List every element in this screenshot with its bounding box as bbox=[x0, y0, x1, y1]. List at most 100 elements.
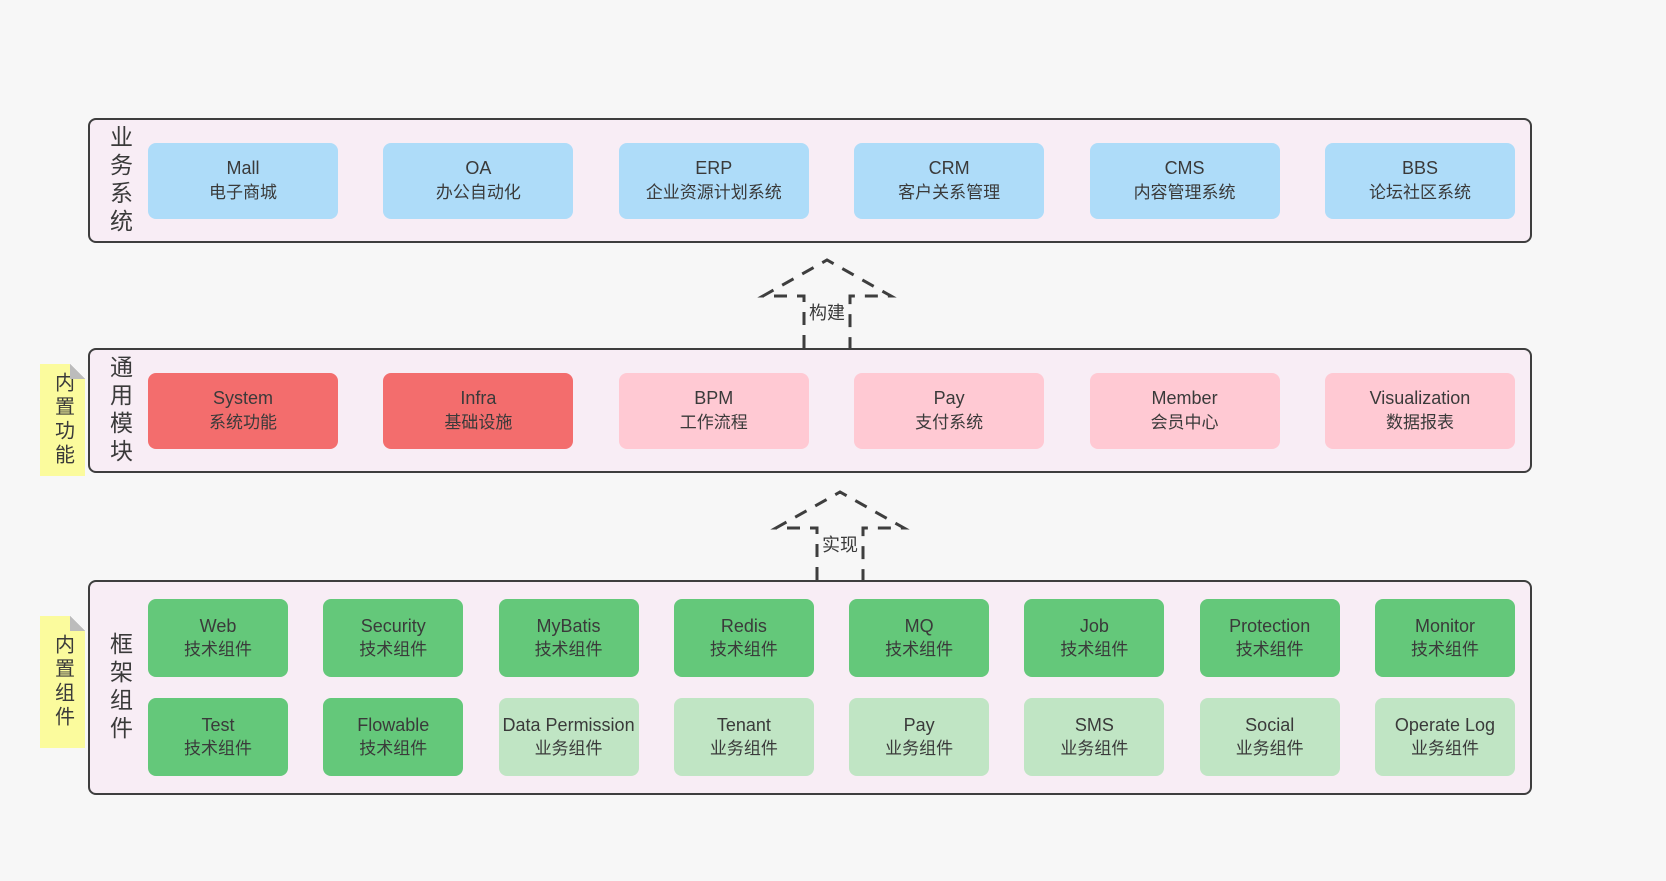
section-label-business-systems: 业务系统 bbox=[90, 120, 148, 241]
box-subtitle: 业务组件 bbox=[534, 738, 603, 758]
box-title: Flowable bbox=[357, 715, 430, 736]
section-common-modules: 通用模块 System 系统功能 Infra 基础设施 BPM 工作流程 Pay 支付系统 Me… bbox=[88, 348, 1532, 473]
box-subtitle: 业务组件 bbox=[1410, 738, 1479, 758]
box-subtitle: 技术组件 bbox=[359, 738, 428, 758]
sticky-note-built-in-features: 内置功能 bbox=[40, 364, 85, 476]
box-subtitle: 业务组件 bbox=[709, 738, 778, 758]
section-label-text: 业务系统 bbox=[106, 124, 133, 237]
box-subtitle: 客户关系管理 bbox=[898, 183, 1001, 203]
box-member: Member 会员中心 bbox=[1089, 372, 1280, 449]
box-title: Test bbox=[201, 715, 235, 736]
box-title: Pay bbox=[933, 388, 965, 409]
box-cms: CMS 内容管理系统 bbox=[1089, 142, 1280, 219]
implement-arrow-label: 实现 bbox=[819, 530, 861, 558]
box-bbs: BBS 论坛社区系统 bbox=[1324, 142, 1515, 219]
box-subtitle: 业务组件 bbox=[885, 738, 954, 758]
box-title: CRM bbox=[928, 158, 970, 179]
box-pay: Pay 支付系统 bbox=[854, 372, 1045, 449]
box-title: Infra bbox=[460, 388, 497, 409]
box-title: Visualization bbox=[1369, 388, 1471, 409]
box-title: Protection bbox=[1229, 616, 1311, 637]
box-title: MQ bbox=[904, 616, 934, 637]
box-title: BBS bbox=[1401, 158, 1438, 179]
box-title: Social bbox=[1245, 715, 1295, 736]
box-title: BPM bbox=[694, 388, 734, 409]
box-title: Mall bbox=[226, 158, 260, 179]
box-system: System 系统功能 bbox=[148, 372, 338, 449]
box-subtitle: 数据报表 bbox=[1385, 413, 1454, 433]
box-subtitle: 工作流程 bbox=[679, 413, 748, 433]
box-subtitle: 办公自动化 bbox=[435, 183, 521, 203]
sticky-fold-corner bbox=[70, 364, 85, 379]
box-subtitle: 支付系统 bbox=[915, 413, 984, 433]
box-title: Pay bbox=[903, 715, 935, 736]
build-arrow: 构建 bbox=[757, 256, 897, 348]
box-title: Web bbox=[199, 616, 237, 637]
box-infra: Infra 基础设施 bbox=[383, 372, 574, 449]
box-title: Tenant bbox=[716, 715, 771, 736]
box-subtitle: 技术组件 bbox=[1060, 639, 1129, 659]
section-label-framework-components: 框架组件 bbox=[90, 582, 148, 793]
box-subtitle: 技术组件 bbox=[885, 639, 954, 659]
box-subtitle: 论坛社区系统 bbox=[1368, 183, 1471, 203]
box-title: Security bbox=[360, 616, 426, 637]
dashed-up-arrow-icon bbox=[757, 258, 897, 348]
dashed-up-arrow-icon bbox=[770, 490, 910, 580]
box-subtitle: 系统功能 bbox=[209, 413, 277, 433]
box-title: MyBatis bbox=[536, 616, 601, 637]
box-bpm: BPM 工作流程 bbox=[618, 372, 809, 449]
box-title: SMS bbox=[1074, 715, 1114, 736]
box-subtitle: 技术组件 bbox=[184, 639, 252, 659]
box-oa: OA 办公自动化 bbox=[383, 142, 574, 219]
box-title: System bbox=[212, 388, 273, 409]
box-visualization: Visualization 数据报表 bbox=[1324, 372, 1515, 449]
box-subtitle: 基础设施 bbox=[444, 413, 513, 433]
box-title: Job bbox=[1079, 616, 1109, 637]
sticky-note-text: 内置功能 bbox=[51, 372, 74, 468]
sticky-note-built-in-components: 内置组件 bbox=[40, 616, 85, 748]
box-title: Operate Log bbox=[1394, 715, 1495, 736]
box-title: Data Permission bbox=[502, 715, 635, 736]
section-label-common-modules: 通用模块 bbox=[90, 350, 148, 471]
box-subtitle: 电子商城 bbox=[209, 183, 277, 203]
box-subtitle: 技术组件 bbox=[1235, 639, 1304, 659]
box-title: OA bbox=[465, 158, 492, 179]
implement-arrow: 实现 bbox=[770, 488, 910, 580]
box-title: CMS bbox=[1164, 158, 1205, 179]
box-title: Monitor bbox=[1414, 616, 1475, 637]
section-label-text: 框架组件 bbox=[106, 631, 133, 744]
box-subtitle: 会员中心 bbox=[1150, 413, 1219, 433]
box-title: Redis bbox=[720, 616, 767, 637]
box-title: Member bbox=[1151, 388, 1218, 409]
box-crm: CRM 客户关系管理 bbox=[854, 142, 1045, 219]
box-subtitle: 内容管理系统 bbox=[1133, 183, 1236, 203]
box-subtitle: 技术组件 bbox=[534, 639, 603, 659]
box-subtitle: 业务组件 bbox=[1235, 738, 1304, 758]
box-subtitle: 技术组件 bbox=[1410, 639, 1479, 659]
sticky-fold-corner bbox=[70, 616, 85, 631]
sticky-note-text: 内置组件 bbox=[51, 634, 74, 730]
build-arrow-label: 构建 bbox=[806, 298, 848, 326]
box-subtitle: 业务组件 bbox=[1060, 738, 1129, 758]
